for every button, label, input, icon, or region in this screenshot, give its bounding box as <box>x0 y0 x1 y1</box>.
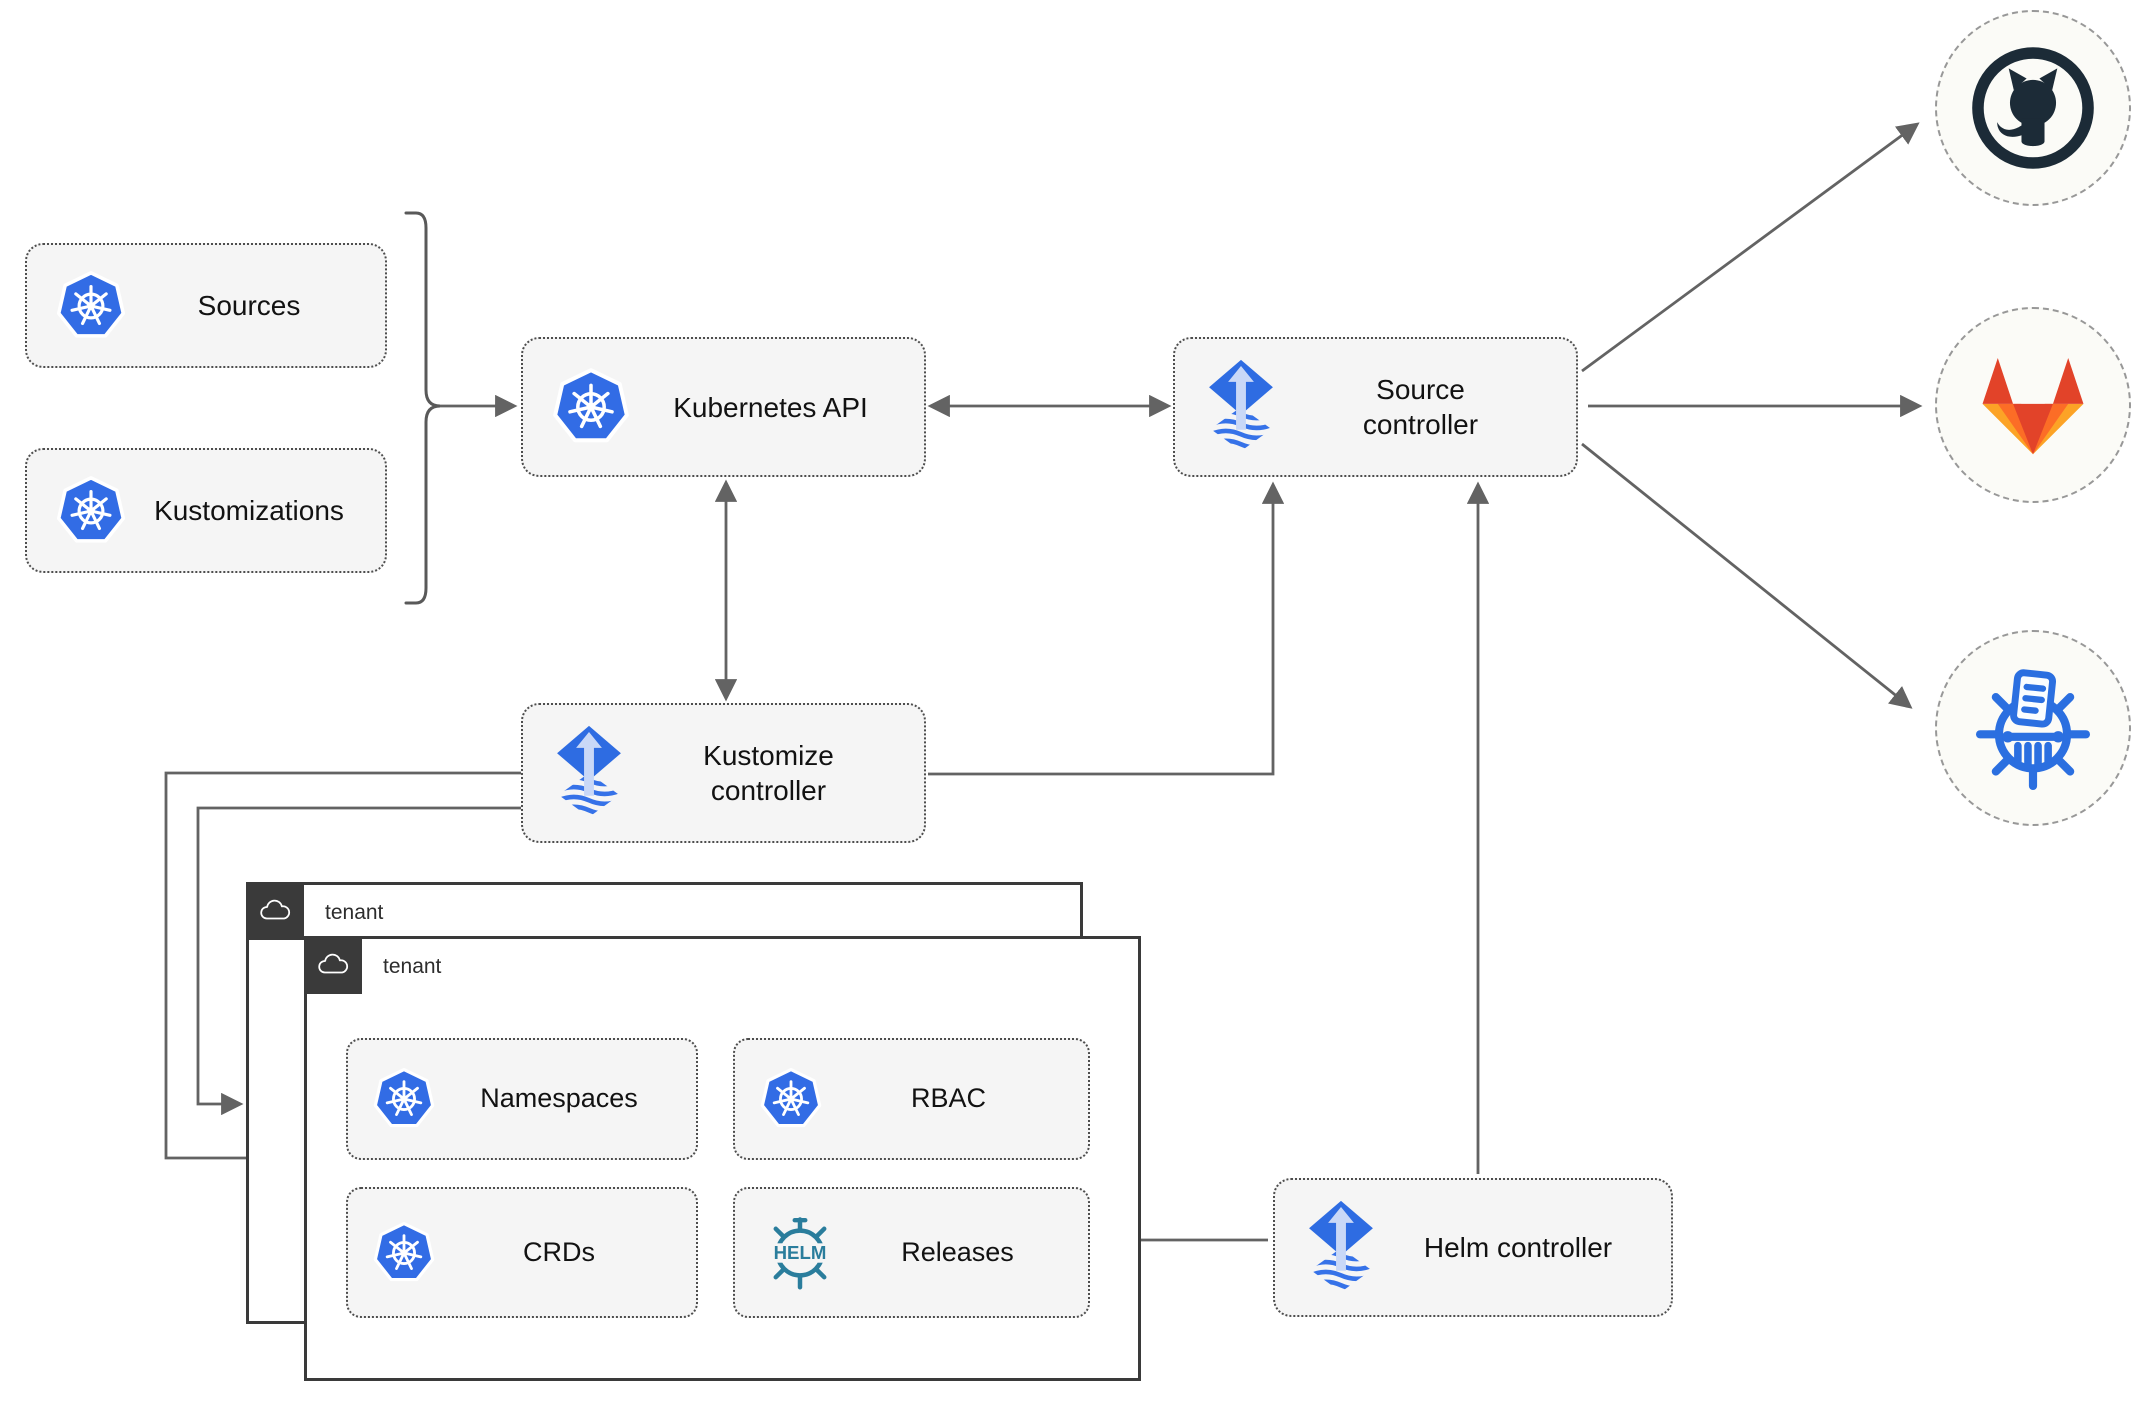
node-kustomizations: Kustomizations <box>25 448 387 573</box>
external-kustomize <box>1935 630 2131 826</box>
node-crds: CRDs <box>346 1187 698 1318</box>
kubernetes-icon <box>55 475 127 547</box>
cloud-icon <box>315 952 352 978</box>
edge-kustomize-controller-source-controller <box>928 481 1285 776</box>
node-label: CRDs <box>523 1236 595 1267</box>
flux-icon <box>1203 358 1279 456</box>
tenant-label: tenant <box>325 901 384 924</box>
node-source-controller: Source controller <box>1173 337 1578 477</box>
edge-kustomize-controller-tenant-back <box>196 806 521 1116</box>
kubernetes-icon <box>372 1067 436 1131</box>
node-label: Kustomize controller <box>703 740 834 806</box>
kubernetes-icon <box>551 367 631 447</box>
node-label: Kubernetes API <box>673 391 868 423</box>
external-github <box>1935 10 2131 206</box>
edge-source-controller-kustomize <box>1581 442 1913 709</box>
node-sources: Sources <box>25 243 387 368</box>
node-namespaces: Namespaces <box>346 1038 698 1160</box>
node-kubernetes-api: Kubernetes API <box>521 337 926 477</box>
node-label: Kustomizations <box>154 495 344 526</box>
tenant-tab <box>304 936 362 994</box>
node-label: Namespaces <box>480 1083 638 1114</box>
node-rbac: RBAC <box>733 1038 1090 1160</box>
kustomize-icon <box>1975 669 2091 791</box>
bracket-sources-group <box>404 211 441 605</box>
github-icon <box>1972 47 2094 169</box>
node-label: RBAC <box>910 1083 986 1114</box>
kubernetes-icon <box>372 1221 436 1285</box>
node-label: Releases <box>901 1236 1014 1267</box>
flux-icon <box>551 724 627 822</box>
node-label: Helm controller <box>1423 1232 1613 1263</box>
node-releases: HELM Releases <box>733 1187 1090 1318</box>
tenant-label: tenant <box>383 955 442 978</box>
edge-source-controller-github <box>1581 122 1920 373</box>
node-helm-controller: Helm controller <box>1273 1178 1673 1317</box>
cloud-icon <box>257 898 294 924</box>
node-label: Source controller <box>1362 374 1479 440</box>
svg-text:HELM: HELM <box>774 1241 827 1262</box>
kubernetes-icon <box>759 1067 823 1131</box>
edge-kustomize-controller-tenant-front <box>164 771 521 1170</box>
flux-icon <box>1303 1199 1379 1297</box>
node-label: Sources <box>197 290 301 321</box>
helm-icon: HELM <box>759 1215 841 1291</box>
external-gitlab <box>1935 307 2131 503</box>
gitlab-icon <box>1982 358 2084 455</box>
tenant-tab <box>246 882 304 940</box>
kubernetes-icon <box>55 270 127 342</box>
node-kustomize-controller: Kustomize controller <box>521 703 926 843</box>
